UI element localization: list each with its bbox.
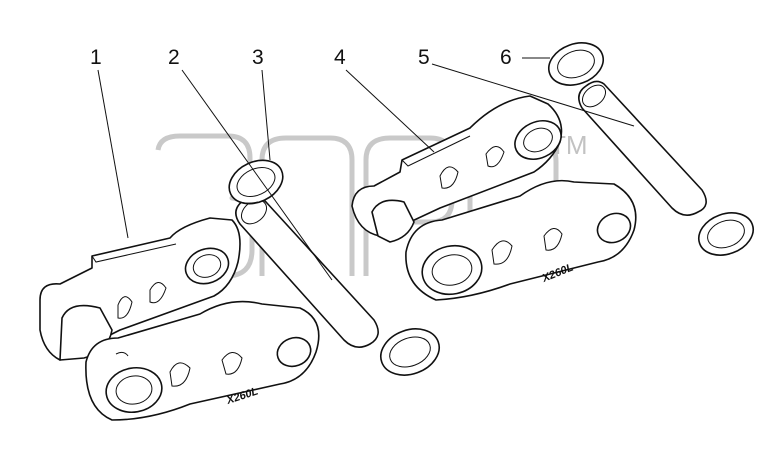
leader-line-3 [261,69,271,161]
seal-ring-right-top [548,42,604,86]
callout-4: 4 [334,46,346,69]
track-pin-right [578,80,707,216]
callout-6: 6 [500,46,512,69]
leader-line-1 [97,69,129,239]
callout-2: 2 [168,46,180,69]
leader-lines [97,57,635,281]
callout-1: 1 [90,46,102,69]
seal-ring-left-bottom [380,328,440,376]
track-link-inner-right: X260L [351,95,637,301]
seal-ring-right-bottom [698,212,754,256]
callout-numbers: 1 2 3 4 5 6 [90,46,512,69]
leader-line-2 [181,69,333,281]
seal-ring-left-top [228,159,284,205]
track-link-inner-left: X260L [39,217,320,421]
leader-line-5 [431,63,635,127]
callout-3: 3 [252,46,264,69]
leader-line-4 [345,69,435,153]
callout-5: 5 [418,46,430,69]
